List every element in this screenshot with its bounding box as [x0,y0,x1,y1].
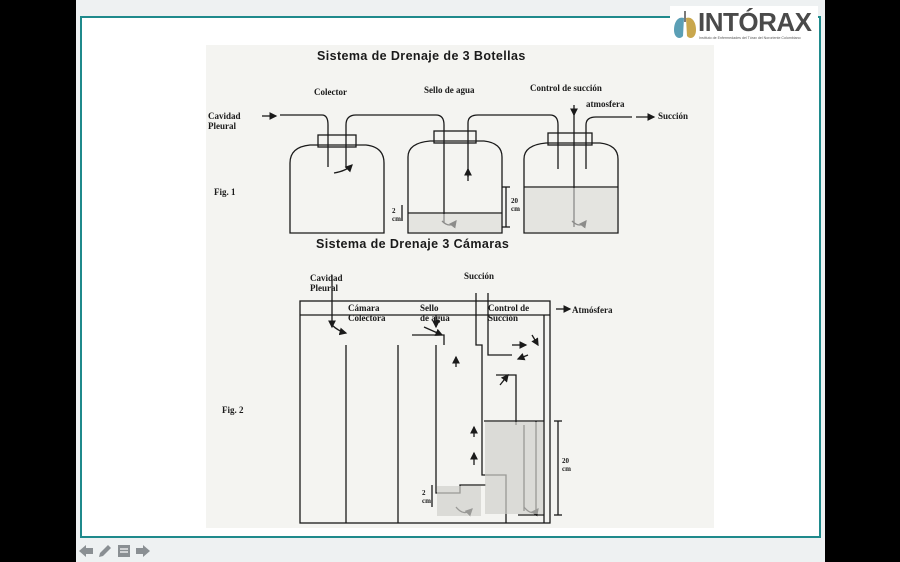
fig1-label-control: Control de succión [530,83,602,93]
fig1-label-succion: Succión [658,111,689,121]
fig1-label-cavidad: Cavidad Pleural [208,111,241,131]
logo-subtitle: Instituto de Enfermedades del Tórax del … [699,36,801,40]
fig1-label-sello: Sello de agua [424,85,475,95]
slide-navigation [78,543,151,559]
fig2-label-fig: Fig. 2 [222,405,244,415]
menu-icon[interactable] [116,543,132,559]
fig1-label-colector: Colector [314,87,347,97]
fig2-dim-20: 20 cm [562,457,571,473]
fig1-label-fig: Fig. 1 [214,187,236,197]
water-control-fig2 [485,422,543,514]
tube-sello-control [467,114,559,137]
water-control-fig1 [525,188,617,232]
diagram-scan: Sistema de Drenaje de 3 Botellas Cavidad… [206,45,714,528]
fig2-title: Sistema de Drenaje 3 Cámaras [316,237,510,251]
fig2-label-cavidad: Cavidad Pleural [310,273,343,293]
logo-name: INTÓRAX [698,7,812,37]
bottle-colector [289,134,385,234]
fig2-label-camara: Cámara Colectora [348,303,386,323]
logo: INTÓRAX Instituto de Enfermedades del Tó… [670,6,818,44]
water-sello-fig1 [409,214,501,232]
fig1-dim-2: 2 cm [392,207,401,223]
fig2-dim-2: 2 cm [422,489,431,505]
back-arrow-icon[interactable] [78,543,94,559]
fig2-label-succion: Succión [464,271,495,281]
forward-arrow-icon[interactable] [135,543,151,559]
fig2-label-atmosfera: Atmósfera [572,305,613,315]
fig2-label-control: Control de Succión [488,303,530,323]
tube-colector-sello [345,114,445,137]
lungs-icon [674,11,696,38]
fig1-dim-20: 20 cm [511,197,520,213]
chamber-unit [299,293,551,524]
pencil-icon[interactable] [97,543,113,559]
fig2-label-sello: Sello de agua [420,303,450,323]
fig1-label-atmosfera: atmosfera [586,99,625,109]
drainage-diagram [262,105,656,524]
tube-suction [585,116,632,137]
fig1-title: Sistema de Drenaje de 3 Botellas [317,49,526,63]
tube-inlet [280,114,329,137]
water-sello-fig2 [437,486,481,516]
bottle-sello [407,130,503,234]
